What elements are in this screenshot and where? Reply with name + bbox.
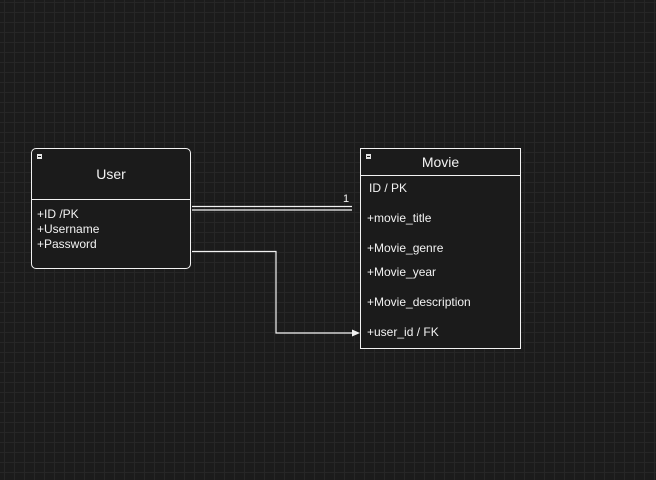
user-entity-fields[interactable]: +ID /PK +Username +Password [32,200,190,252]
movie-entity-header[interactable]: Movie [361,149,520,176]
user-entity-title: User [96,166,126,182]
user-field-username: +Username [37,222,100,236]
movie-entity[interactable]: Movie ID / PK +movie_title +Movie_genre … [360,148,521,349]
user-entity-header[interactable]: User [32,149,190,200]
movie-field-description: +Movie_description [367,295,471,309]
movie-entity-title: Movie [421,154,460,170]
movie-field-id: ID / PK [369,181,408,195]
movie-field-genre: +Movie_genre [367,241,444,255]
movie-field-year: +Movie_year [367,265,437,279]
collapse-icon[interactable] [365,153,372,160]
cardinality-label: 1 [343,193,350,205]
collapse-icon[interactable] [36,153,43,160]
user-field-password: +Password [37,237,97,251]
movie-field-title: +movie_title [367,211,432,225]
foreign-key-connector[interactable] [192,250,355,334]
arrowhead-icon [352,329,360,337]
movie-field-user-id: +user_id / FK [367,325,439,339]
user-entity[interactable]: User +ID /PK +Username +Password [31,148,191,269]
user-field-id: +ID /PK [37,207,79,221]
